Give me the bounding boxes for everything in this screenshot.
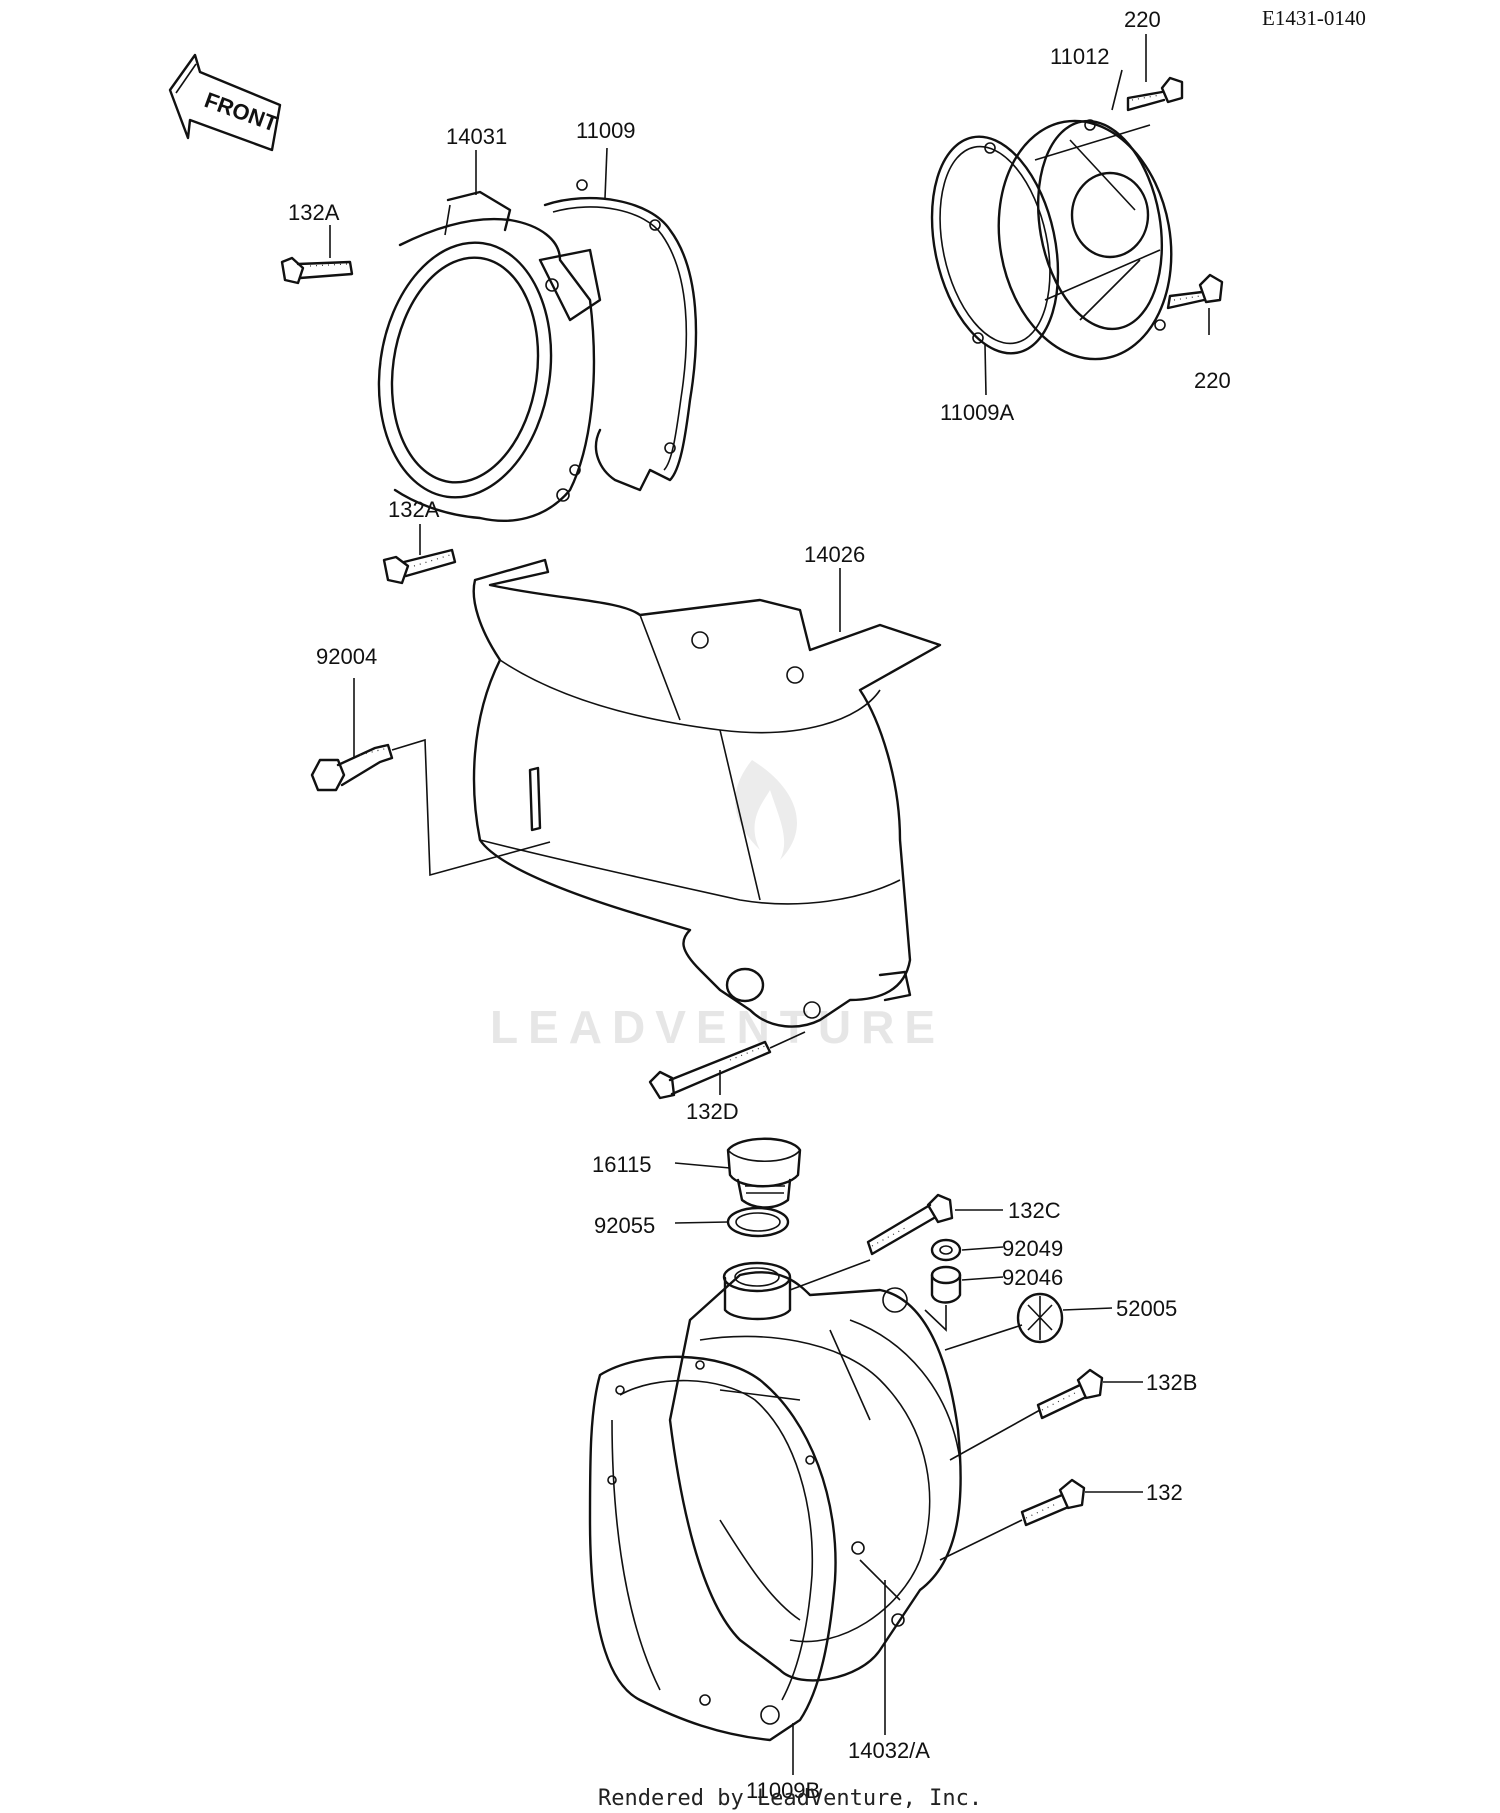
callout-11009: 11009 [576,118,636,143]
bolt-132 [1020,1478,1086,1527]
callout-132C: 132C [1008,1198,1061,1223]
gasket-11009B-drawing [588,1355,837,1742]
callout-132: 132 [1146,1480,1183,1505]
plug-52005 [1016,1292,1064,1344]
bolt-132C [866,1193,954,1256]
callout-14026: 14026 [804,542,865,567]
cover-14026-drawing [472,558,942,1028]
watermark-text: LEADVENTURE [490,1001,945,1053]
gasket-11009A-drawing [930,135,1060,355]
diagram-code: E1431-0140 [1262,6,1366,30]
callout-132A-top: 132A [288,200,340,225]
callout-14031: 14031 [446,124,507,149]
credit-text: Rendered by LeadVenture, Inc. [598,1786,982,1811]
bolt-220-right [1166,273,1224,310]
bolt-220-top [1126,76,1184,112]
callout-92004: 92004 [316,644,377,669]
o-ring-92055 [726,1206,790,1238]
callout-11009A: 11009A [940,400,1015,425]
collar-92046 [924,1265,962,1332]
bolt-132A-top [280,256,354,285]
cover-14031-drawing [377,190,602,522]
callout-labels: 220 11012 14031 11009 132A 220 11009A 13… [288,7,1231,1803]
washer-92049 [930,1238,962,1262]
cap-16115 [726,1137,802,1209]
callout-11009B: 11009B [746,1778,820,1803]
callout-132B: 132B [1146,1370,1197,1395]
callout-14032A: 14032/A [848,1738,930,1763]
leader-lines [329,34,1210,1775]
callout-92046: 92046 [1002,1265,1063,1290]
callout-11012: 11012 [1050,44,1110,69]
bolt-132D [648,1031,806,1100]
watermark: LEADVENTURE [490,760,945,1053]
case-14032A-drawing [668,1261,962,1682]
callout-220-right: 220 [1194,368,1231,393]
callout-132A-mid: 132A [388,497,440,522]
cover-11012-drawing [997,119,1173,361]
gasket-11009-drawing [543,179,698,492]
callout-52005: 52005 [1116,1296,1177,1321]
callout-132D: 132D [686,1099,739,1124]
callout-92049: 92049 [1002,1236,1063,1261]
bolt-132B [1036,1368,1104,1420]
callout-92055: 92055 [594,1213,655,1238]
fitting-92004 [310,738,551,877]
bolt-132A-mid [382,548,457,585]
callout-220-top: 220 [1124,7,1161,32]
front-arrow-icon: FRONT [168,53,282,152]
callout-16115: 16115 [592,1152,652,1177]
